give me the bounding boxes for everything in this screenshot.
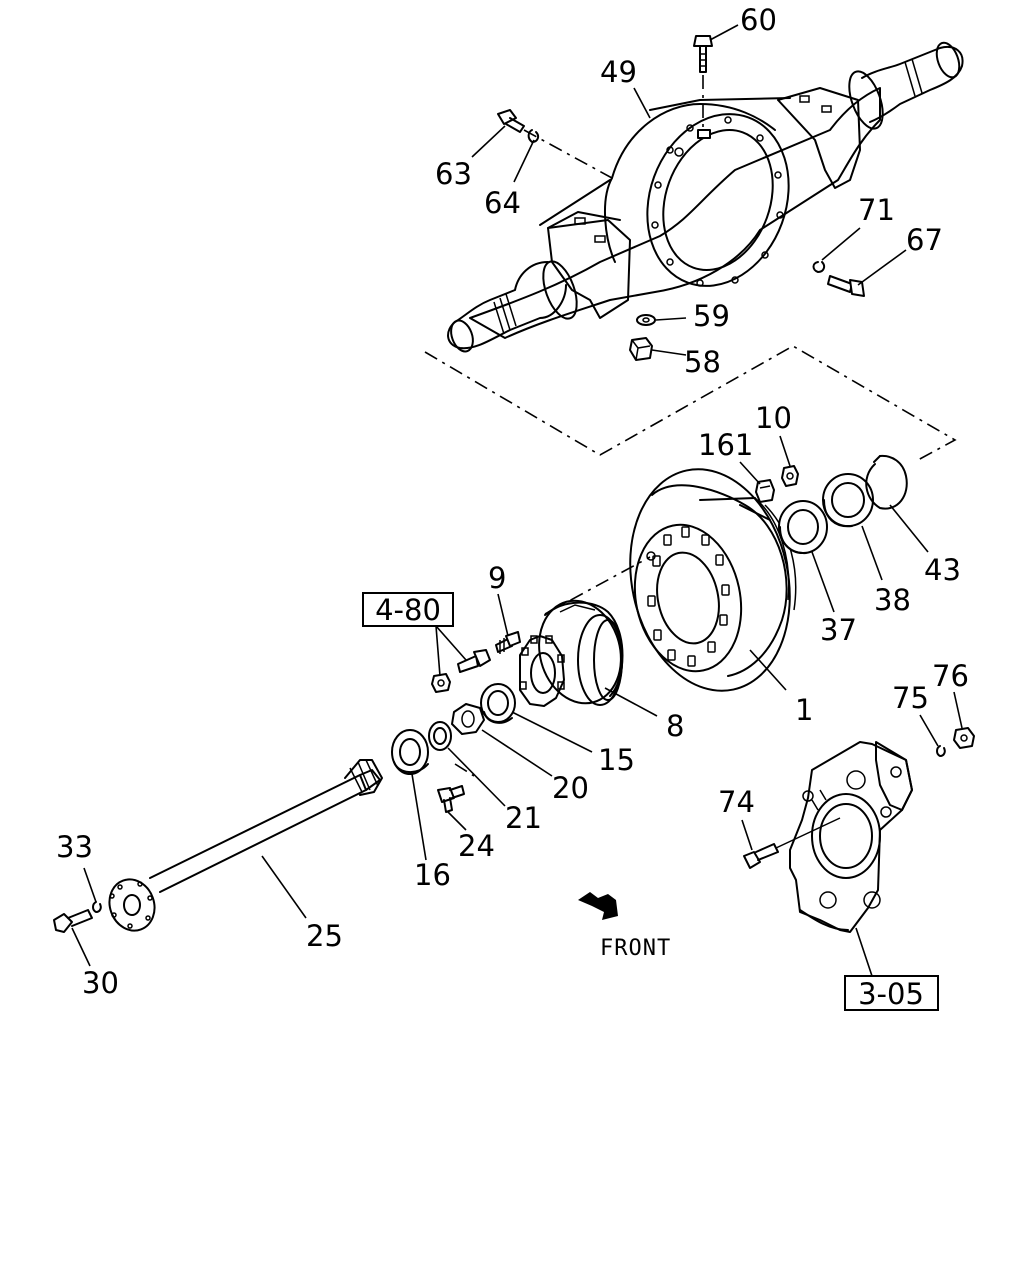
callout-63: 63	[435, 157, 472, 191]
backing-plate	[789, 741, 913, 933]
leader-lines	[71, 24, 963, 967]
callout-60: 60	[740, 3, 777, 37]
nut-76	[953, 727, 975, 749]
callout-25: 25	[306, 919, 343, 953]
callout-75: 75	[892, 681, 929, 715]
callout-16: 16	[414, 858, 451, 892]
callout-20: 20	[552, 771, 589, 805]
bolt-67	[827, 275, 865, 297]
washer-59	[636, 314, 656, 326]
wheel-nut	[431, 673, 451, 693]
bolt-30	[53, 909, 93, 933]
callout-67: 67	[906, 223, 943, 257]
callout-10: 10	[755, 401, 792, 435]
oil-seal-16	[391, 729, 429, 775]
callout-numbers: 60 49 63 64 71 67 59 58 10 161 43 38 37 …	[56, 3, 969, 1000]
washer-71	[812, 261, 826, 273]
callout-58: 58	[684, 345, 721, 379]
wheel-bolt	[457, 649, 491, 673]
callout-43: 43	[924, 553, 961, 587]
callout-8: 8	[666, 709, 684, 743]
bolt-74-alignment-line	[775, 817, 841, 849]
callout-1: 1	[795, 693, 813, 727]
callout-33: 33	[56, 830, 93, 864]
lock-nut-20	[451, 703, 485, 735]
front-label: FRONT	[600, 936, 671, 961]
nut-10	[781, 465, 799, 487]
reference-label-4-80: 4-80	[375, 593, 441, 627]
callout-15: 15	[598, 743, 635, 777]
bolt-74	[743, 843, 779, 869]
wheel-hub	[519, 599, 624, 707]
breather-bolt-60	[693, 35, 713, 128]
callout-71: 71	[858, 193, 895, 227]
axle-housing	[447, 41, 964, 353]
hub-stud-9	[495, 631, 521, 654]
bearing-37	[778, 500, 828, 555]
washer-33	[92, 901, 102, 913]
front-arrow-icon	[578, 892, 618, 920]
bolt-24	[437, 785, 465, 813]
bolt-24-alignment-line	[454, 763, 475, 777]
callout-74: 74	[718, 785, 755, 819]
callout-64: 64	[484, 186, 521, 220]
reference-box-3-05: 3-05	[844, 927, 939, 1011]
nut-161	[755, 479, 775, 503]
axle-shaft	[108, 759, 383, 932]
reference-box-4-80: 4-80	[362, 592, 467, 677]
snap-ring-43	[865, 454, 908, 510]
callout-49: 49	[600, 55, 637, 89]
callout-21: 21	[505, 801, 542, 835]
callout-30: 30	[82, 966, 119, 1000]
nut-58	[629, 337, 653, 361]
callout-59: 59	[693, 299, 730, 333]
callout-38: 38	[874, 583, 911, 617]
callout-24: 24	[458, 829, 495, 863]
callout-161: 161	[698, 428, 753, 462]
lock-washer-64	[527, 129, 540, 143]
brake-drum	[629, 468, 797, 692]
hub-drum-alignment-line	[544, 556, 651, 615]
reference-label-3-05: 3-05	[858, 977, 924, 1011]
bearing-race-38	[822, 473, 874, 528]
callout-37: 37	[820, 613, 857, 647]
callout-76: 76	[932, 659, 969, 693]
bolt-63	[497, 109, 613, 179]
bearing-15	[480, 683, 516, 724]
lock-washer-21	[428, 721, 452, 751]
callout-9: 9	[488, 561, 506, 595]
washer-75	[936, 745, 946, 757]
